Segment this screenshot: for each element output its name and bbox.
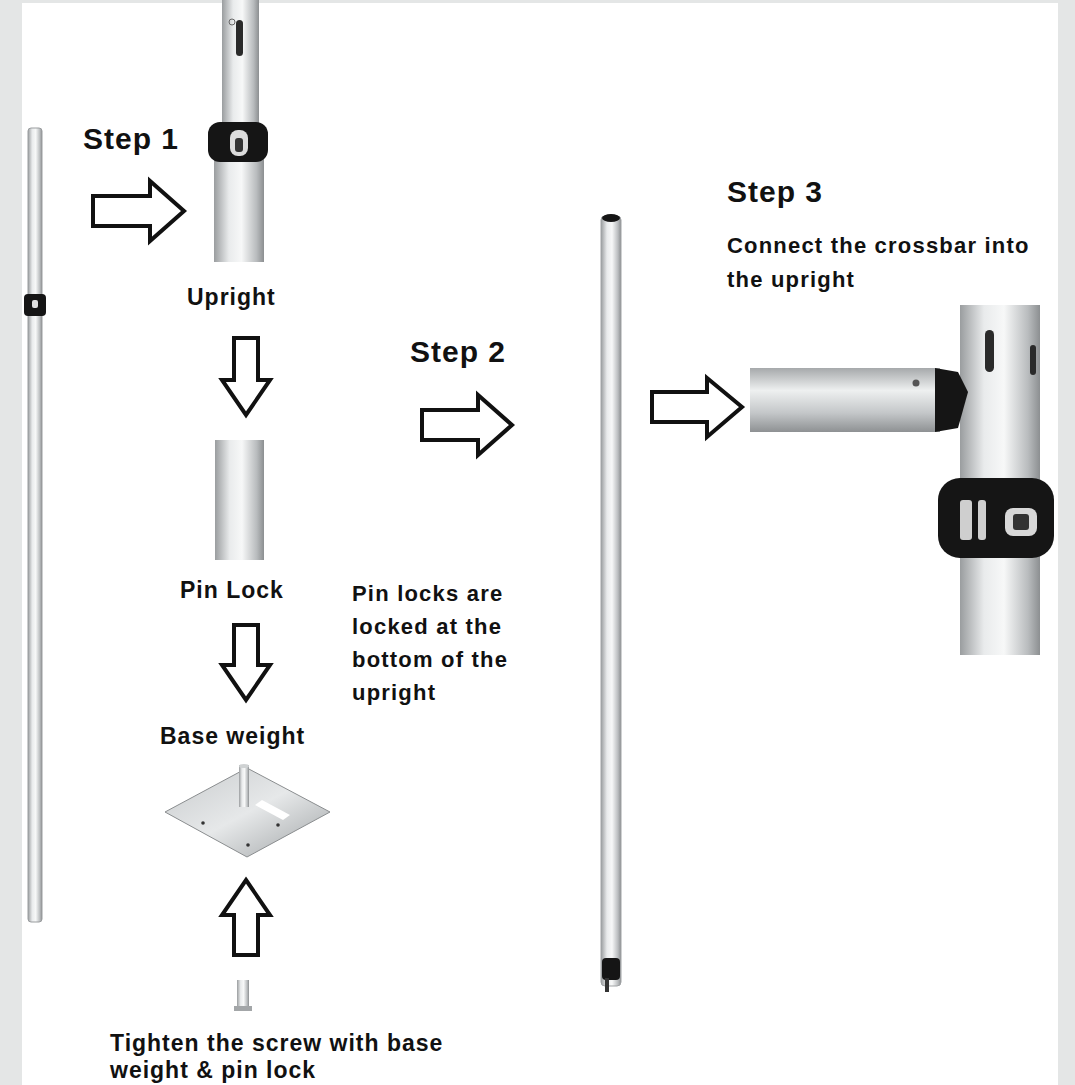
crossbar-joint [750,305,1054,655]
part-label: Base weight [160,722,360,750]
step-arrows [93,181,742,955]
pin-lock-tube [215,440,264,560]
step-heading: Step 2 [410,334,610,370]
part-label: Upright [187,283,347,311]
full-upright-pole [24,128,46,922]
background-panel [22,3,1058,1085]
screw [234,980,252,1011]
part-label: Tighten the screw with base weight & pin… [110,1030,465,1084]
step-heading: Step 1 [83,121,283,157]
assembled-pole [601,214,621,992]
part-label: Pin Lock [180,576,340,604]
base-weight-plate [165,764,330,857]
upright-closeup [208,0,268,262]
part-label: Connect the crossbar into the upright [727,229,1057,297]
part-label: Pin locks are locked at the bottom of th… [352,577,552,709]
step-heading: Step 3 [727,174,927,210]
